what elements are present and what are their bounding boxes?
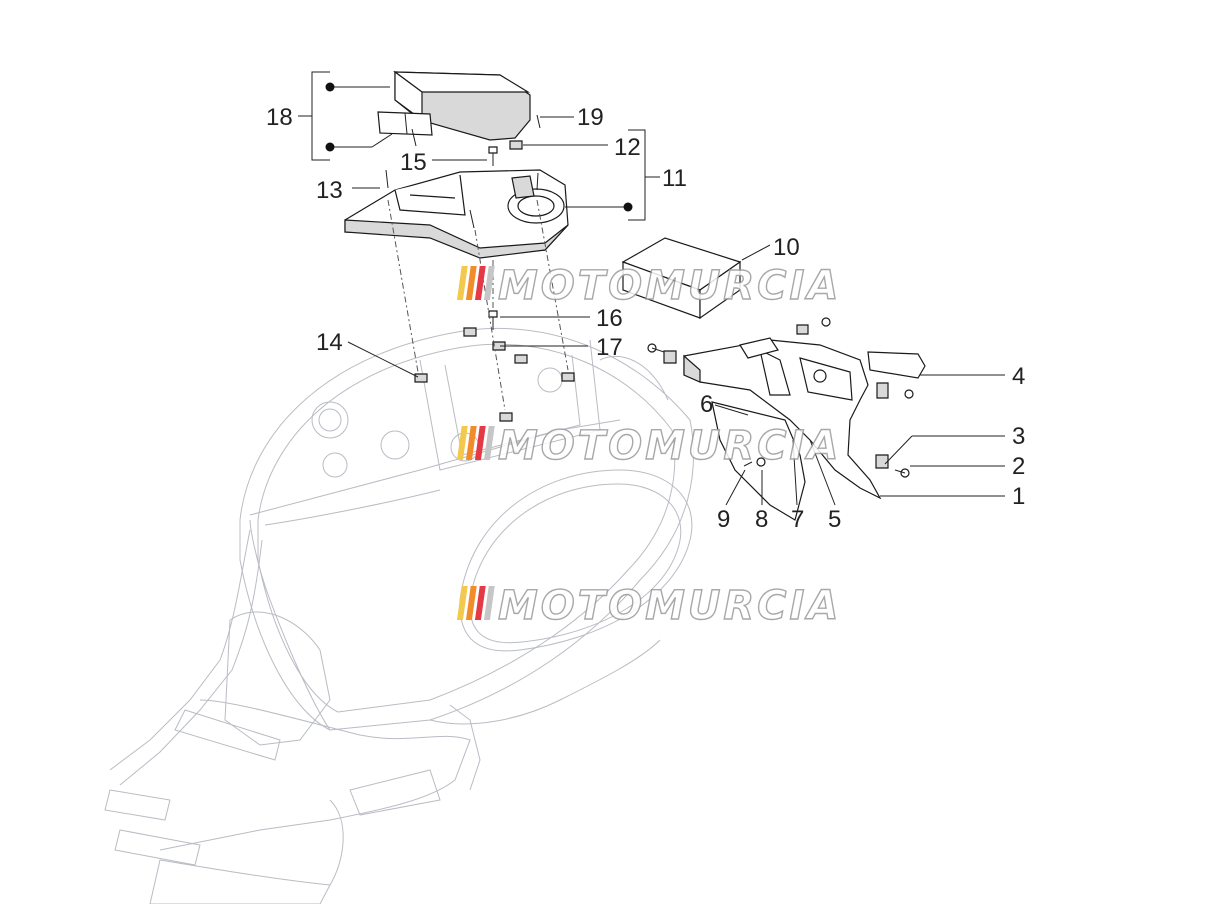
watermark-stripe-gray — [483, 266, 495, 300]
callout-14: 14 — [316, 329, 343, 356]
callout-5: 5 — [828, 506, 841, 533]
assembly-lines — [387, 199, 569, 411]
callout-15: 15 — [400, 149, 427, 176]
watermark-3: MOTOMURCIA — [456, 582, 841, 630]
part-11-inner-shelf — [344, 169, 569, 259]
part-4-reflector — [867, 351, 926, 379]
callout-10: 10 — [773, 234, 800, 261]
watermark-stripe-gray — [483, 586, 495, 620]
callout-16: 16 — [596, 305, 623, 332]
watermark-stripe-yellow — [456, 426, 468, 460]
watermark-1: MOTOMURCIA — [456, 262, 841, 310]
part-10-battery — [621, 237, 742, 320]
watermark-stripe-orange — [465, 586, 477, 620]
watermark-stripe-gray — [483, 426, 495, 460]
callout-9: 9 — [717, 506, 730, 533]
part-1-license-plate-holder — [683, 337, 882, 500]
watermark-2: MOTOMURCIA — [456, 422, 841, 470]
callout-2: 2 — [1012, 453, 1025, 480]
callout-8: 8 — [755, 506, 768, 533]
callout-12: 12 — [614, 134, 641, 161]
watermark-stripe-red — [474, 426, 486, 460]
callout-18: 18 — [266, 104, 293, 131]
callout-7: 7 — [791, 506, 804, 533]
small-hardware — [385, 114, 914, 478]
watermark-stripe-red — [474, 586, 486, 620]
leader-lines — [298, 71, 1005, 506]
callout-19: 19 — [577, 104, 604, 131]
callout-3: 3 — [1012, 423, 1025, 450]
watermark-stripe-orange — [465, 266, 477, 300]
watermark-stripe-yellow — [456, 266, 468, 300]
part-18-toolkit — [377, 70, 531, 141]
callout-17: 17 — [596, 334, 623, 361]
watermark-stripe-orange — [465, 426, 477, 460]
callout-6: 6 — [700, 391, 713, 418]
callout-11: 11 — [662, 165, 687, 192]
watermark-text: MOTOMURCIA — [498, 423, 841, 469]
watermark-stripe-red — [474, 266, 486, 300]
callout-4: 4 — [1012, 363, 1025, 390]
watermark-stripe-yellow — [456, 586, 468, 620]
watermark-text: MOTOMURCIA — [498, 263, 841, 309]
watermark-text: MOTOMURCIA — [498, 583, 841, 629]
callout-1: 1 — [1012, 483, 1025, 510]
callout-13: 13 — [316, 177, 343, 204]
callout-labels: 1 2 3 4 5 6 7 8 9 10 11 12 13 14 15 16 1… — [266, 104, 1025, 533]
